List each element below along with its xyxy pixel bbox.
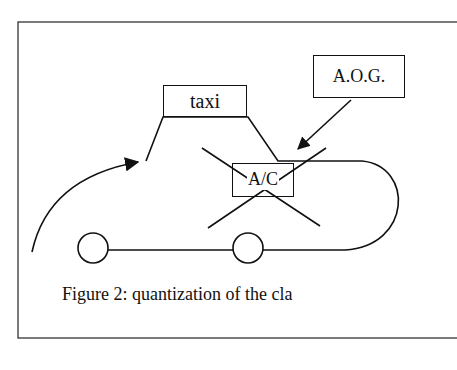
car-wheel [78,233,108,263]
cross-out-mark [202,148,326,228]
car-rear-curve [32,162,138,252]
node-label: taxi [189,90,221,112]
pointer-arrow [298,100,351,149]
car-bottom-line [108,249,345,251]
car-body-outline [146,117,398,250]
figure-frame [18,22,457,338]
roof-sign-box: taxi [163,85,247,117]
car-wheel [233,233,263,263]
node-label: A/C [247,170,279,190]
crossed-box: A/C [232,163,294,197]
figure-caption: Figure 2: quantization of the cla [62,284,292,305]
node-label: A.O.G. [332,67,387,87]
callout-box: A.O.G. [313,55,405,98]
